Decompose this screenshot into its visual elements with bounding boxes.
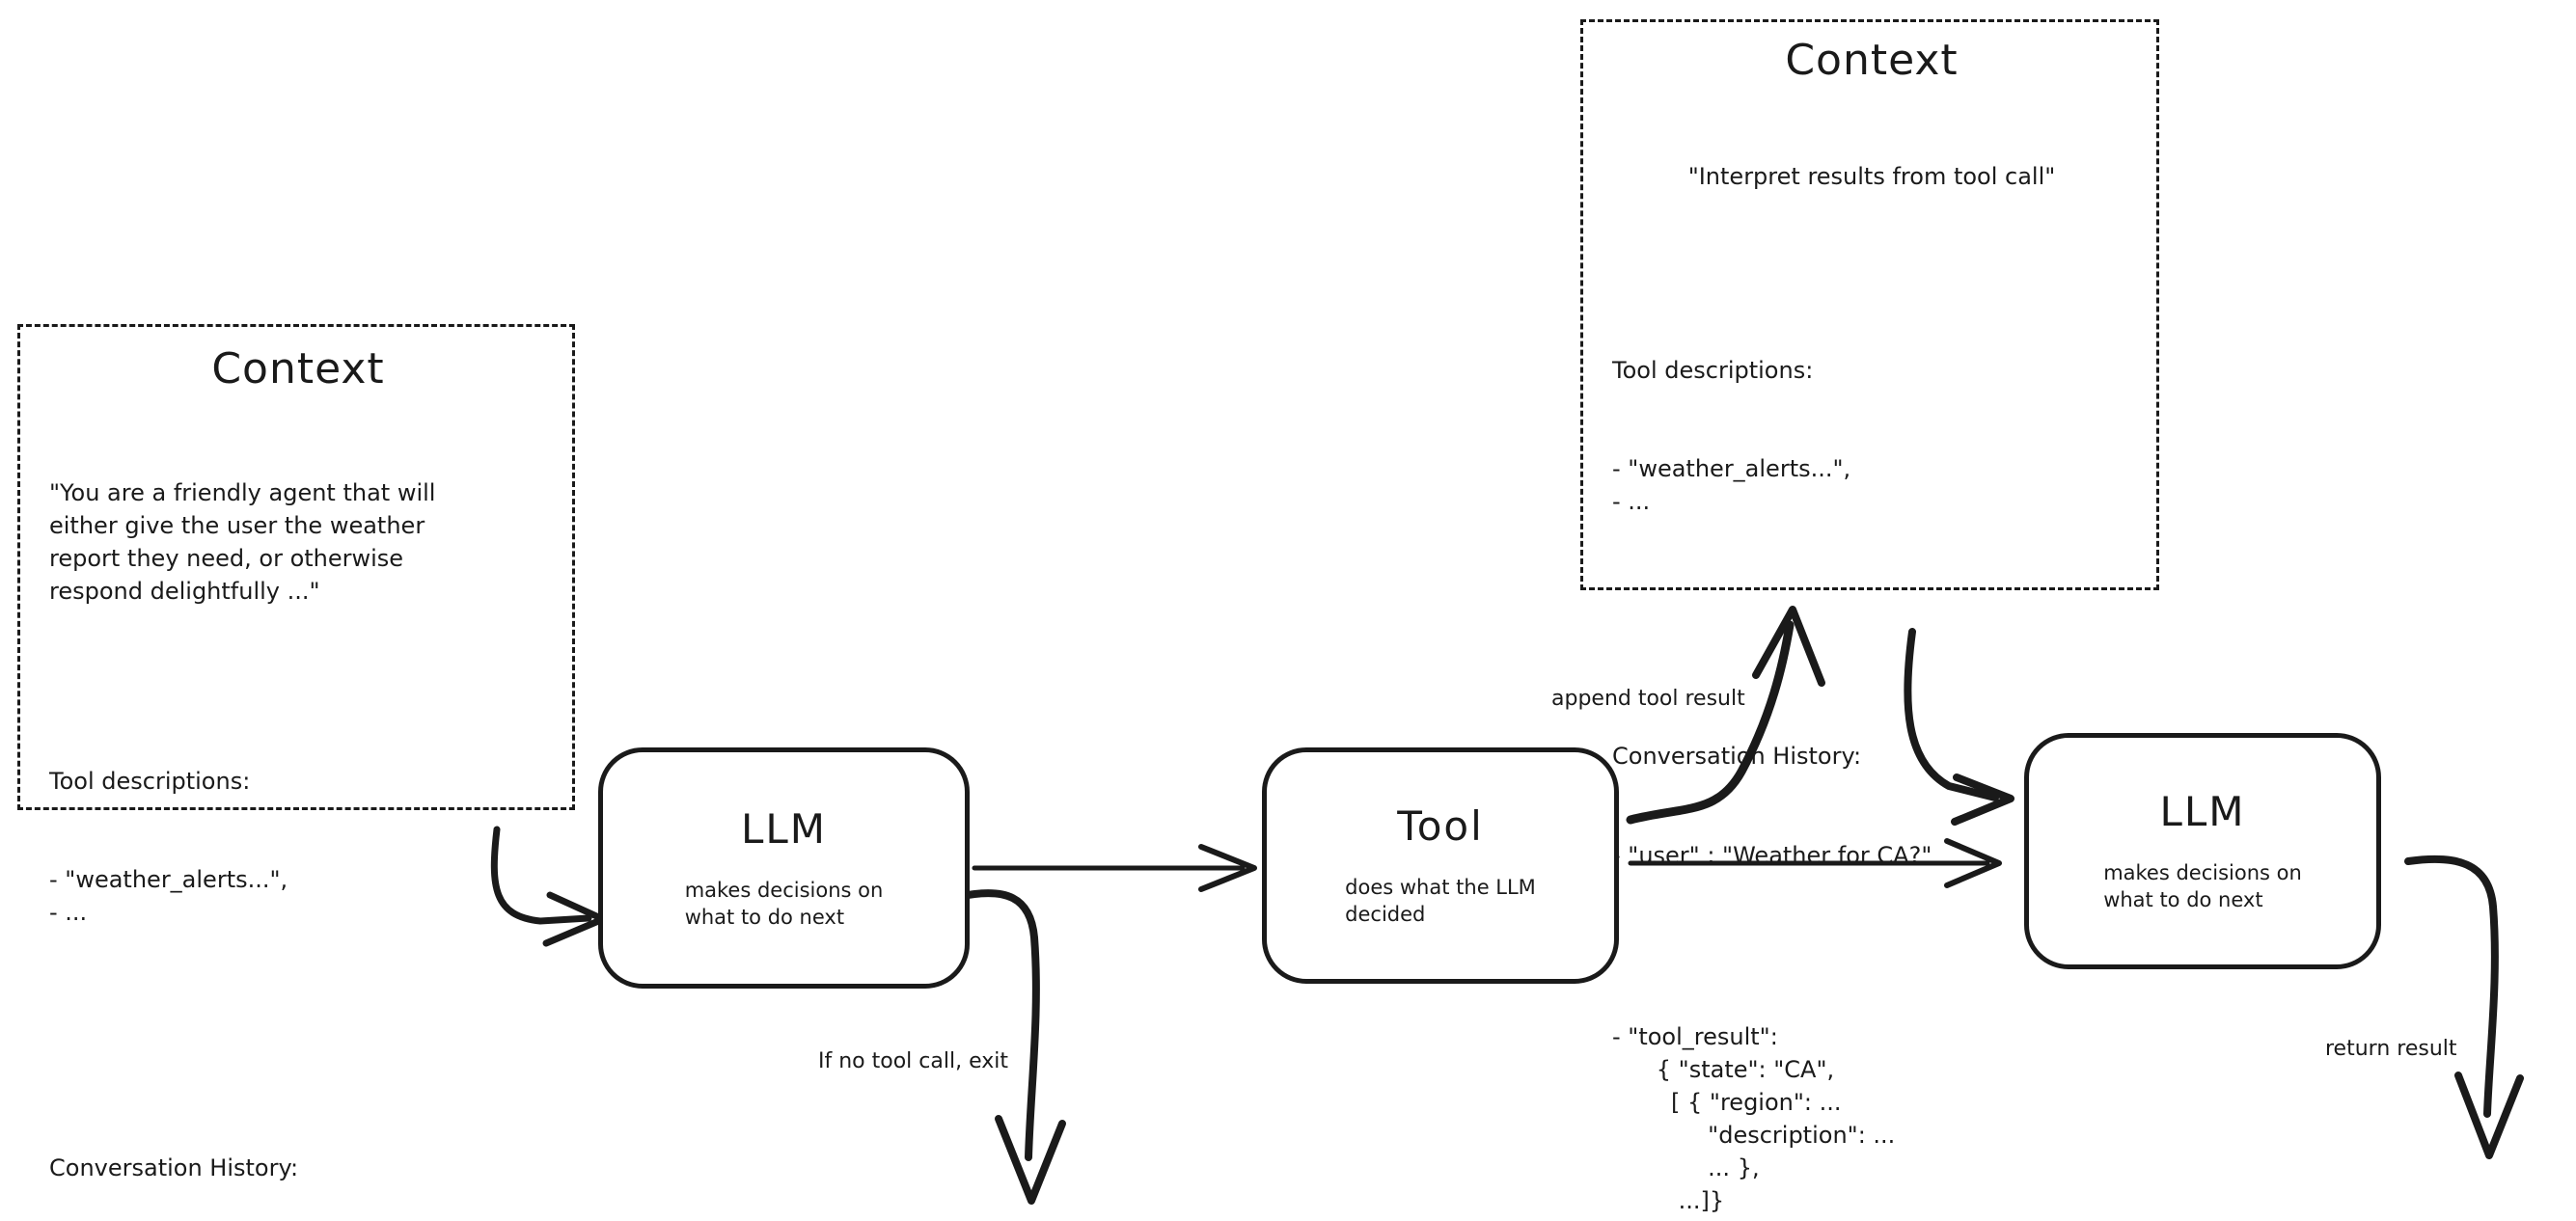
arrow-return-result [2404,855,2524,1159]
context-left-history-heading: Conversation History: [49,1153,299,1181]
node-llm-second-title: LLM [2159,788,2246,836]
arrow-exit [964,889,1066,1205]
node-llm-second[interactable]: LLM makes decisions on what to do next [2024,733,2381,969]
node-llm-first-subtitle: makes decisions on what to do next [684,878,884,929]
context-panel-left: Context "You are a friendly agent that w… [17,324,575,1181]
context-right-system-prompt: "Interpret results from tool call" [1687,163,2056,191]
context-right-tools-heading: Tool descriptions: [1612,356,1814,384]
edge-label-return-result: return result [2325,1037,2457,1061]
context-right-tool-result: - "tool_result": { "state": "CA", [ { "r… [1612,1023,1896,1215]
context-right-history-heading: Conversation History: [1612,743,1862,771]
context-left-system-prompt: "You are a friendly agent that will eith… [49,479,436,606]
context-left-history-block: Conversation History: - "user" : "Weathe… [49,1085,547,1221]
node-tool-title: Tool [1397,802,1484,851]
context-right-title: Context [1785,36,1959,85]
context-left-title: Context [211,344,385,393]
node-llm-second-subtitle: makes decisions on what to do next [2103,861,2302,911]
context-left-tools-block: Tool descriptions: - "weather_alerts..."… [49,699,547,995]
edge-label-append-tool-result: append tool result [1551,687,1745,711]
node-tool[interactable]: Tool does what the LLM decided [1262,747,1619,984]
context-panel-right: Context "Interpret results from tool cal… [1580,19,2159,1214]
context-left-tools-heading: Tool descriptions: [49,767,251,795]
arrow-llm-to-tool [972,844,1257,892]
node-llm-first[interactable]: LLM makes decisions on what to do next [598,747,970,989]
context-right-tool-items: - "weather_alerts...", - ... [1612,454,1851,515]
node-tool-subtitle: does what the LLM decided [1345,876,1536,926]
context-left-tool-items: - "weather_alerts...", - ... [49,866,288,927]
context-right-tools-block: Tool descriptions: - "weather_alerts..."… [1612,287,2131,583]
context-right-history-block: Conversation History: - "user" : "Weathe… [1612,674,2131,937]
context-left-body: "You are a friendly agent that will eith… [49,411,547,1221]
node-llm-first-title: LLM [740,804,828,853]
context-right-body: "Interpret results from tool call" Tool … [1612,95,2131,1221]
edge-label-exit: If no tool call, exit [818,1049,1008,1073]
